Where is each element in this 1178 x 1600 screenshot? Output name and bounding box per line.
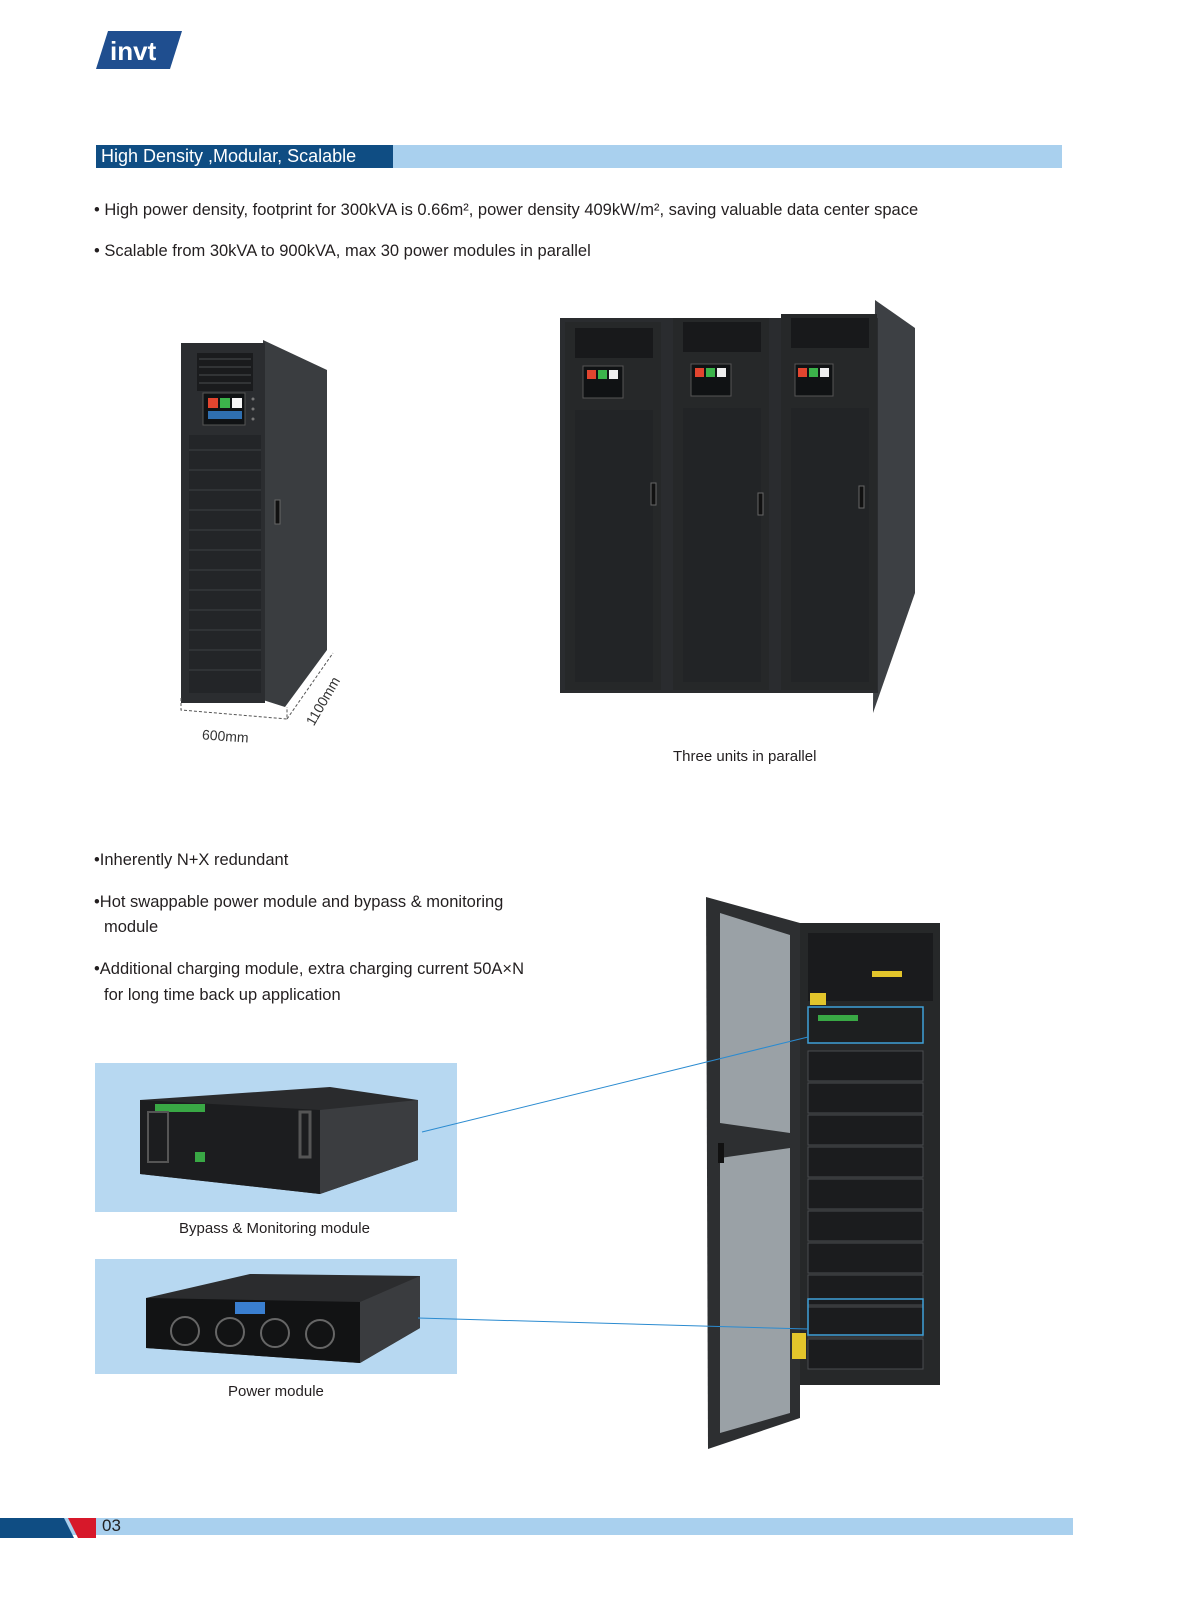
invt-logo: invt (96, 31, 182, 69)
bullet-hot-swappable: •Hot swappable power module and bypass &… (94, 893, 504, 911)
page-number: 03 (102, 1516, 121, 1535)
parallel-caption: Three units in parallel (673, 748, 817, 765)
footer-bar (0, 1518, 1073, 1535)
bullet-power-density: • High power density, footprint for 300k… (94, 201, 919, 219)
power-connector-line (417, 1317, 809, 1330)
single-cabinet-image (180, 340, 334, 720)
power-module-caption: Power module (228, 1383, 324, 1400)
bullet-scalable: • Scalable from 30kVA to 900kVA, max 30 … (94, 242, 591, 260)
power-module-image (146, 1274, 420, 1363)
bullet-charging-module: •Additional charging module, extra charg… (94, 960, 524, 978)
bypass-module-caption: Bypass & Monitoring module (179, 1220, 370, 1237)
section-title: High Density ,Modular, Scalable (96, 145, 393, 168)
three-cabinets-image (560, 300, 915, 713)
bullet-hot-swappable-cont: module (104, 918, 159, 936)
footer-accent (0, 1518, 96, 1538)
bullet-redundant: •Inherently N+X redundant (94, 851, 289, 869)
open-cabinet-image (706, 897, 940, 1449)
bypass-module-image (140, 1087, 418, 1194)
svg-text:invt: invt (110, 36, 157, 66)
bullet-charging-module-cont: for long time back up application (104, 986, 341, 1004)
bypass-connector-line (421, 1036, 809, 1133)
